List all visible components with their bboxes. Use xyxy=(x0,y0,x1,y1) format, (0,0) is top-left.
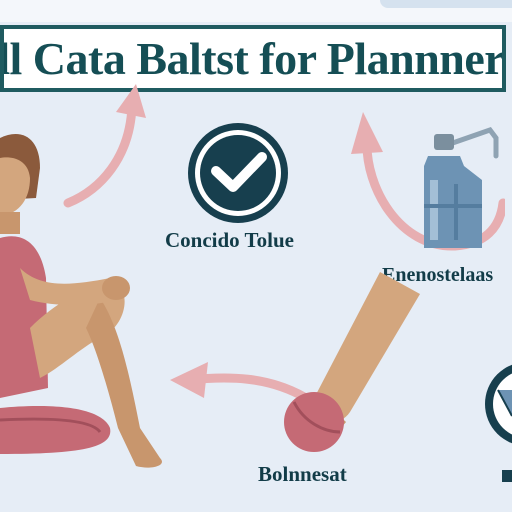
label-enhance: Enenostelaas xyxy=(382,264,494,286)
label-bottom-center: Bolnnesat xyxy=(258,462,347,486)
checkmark-badge-icon xyxy=(188,123,288,223)
label-confirm: Concido Tolue xyxy=(165,228,294,252)
curved-arrow-top-left xyxy=(63,84,146,208)
glass-icon xyxy=(485,364,512,444)
water-bottle-icon xyxy=(424,127,499,248)
leg-with-ball-illustration xyxy=(284,272,420,452)
right-edge-marker xyxy=(502,470,512,482)
top-wave-decoration xyxy=(380,0,512,8)
curved-arrow-bottom xyxy=(170,362,308,403)
title-banner: dl Cata Baltst for Plannners xyxy=(0,25,506,92)
page-title: dl Cata Baltst for Plannners xyxy=(0,32,506,84)
seated-person-illustration xyxy=(0,133,162,468)
